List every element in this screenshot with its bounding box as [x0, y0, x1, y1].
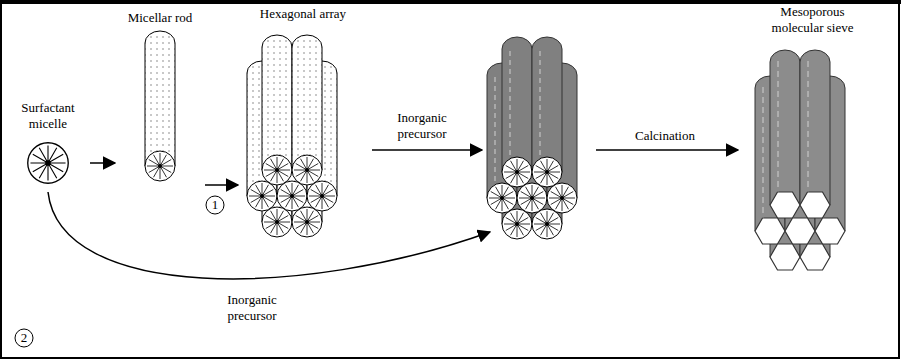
calcination-arrow — [596, 149, 738, 151]
precursor-arrow — [372, 149, 482, 151]
step-arrow — [90, 162, 115, 164]
stage-box: Hexagonal array — [238, 6, 368, 240]
coated-array — [487, 37, 577, 239]
step-label: Calcination — [605, 128, 725, 144]
hexagonal-array — [247, 35, 337, 237]
step-label: Inorganic precursor — [212, 292, 292, 324]
stage-heading: Hexagonal array — [238, 6, 368, 22]
callout-number: 2 — [9, 330, 39, 346]
step-arrow — [205, 184, 238, 186]
stage-heading: Micellar rod — [115, 10, 205, 26]
step-label: Inorganic precursor — [382, 110, 462, 142]
stage-box: Surfactant micelle — [6, 100, 90, 190]
mesoporous-sieve — [755, 50, 845, 270]
callout-number: 1 — [200, 197, 230, 213]
stage-heading: Mesoporous molecular sieve — [763, 4, 863, 36]
stage-box: Micellar rod — [115, 10, 205, 190]
micellar-rod — [145, 31, 175, 181]
stage-heading: Surfactant micelle — [8, 100, 88, 132]
surfactant-micelle — [28, 143, 69, 184]
stage-box: Mesoporous molecular sieve — [740, 4, 885, 270]
frame-top — [0, 0, 901, 4]
route-2-arrow — [48, 192, 490, 279]
